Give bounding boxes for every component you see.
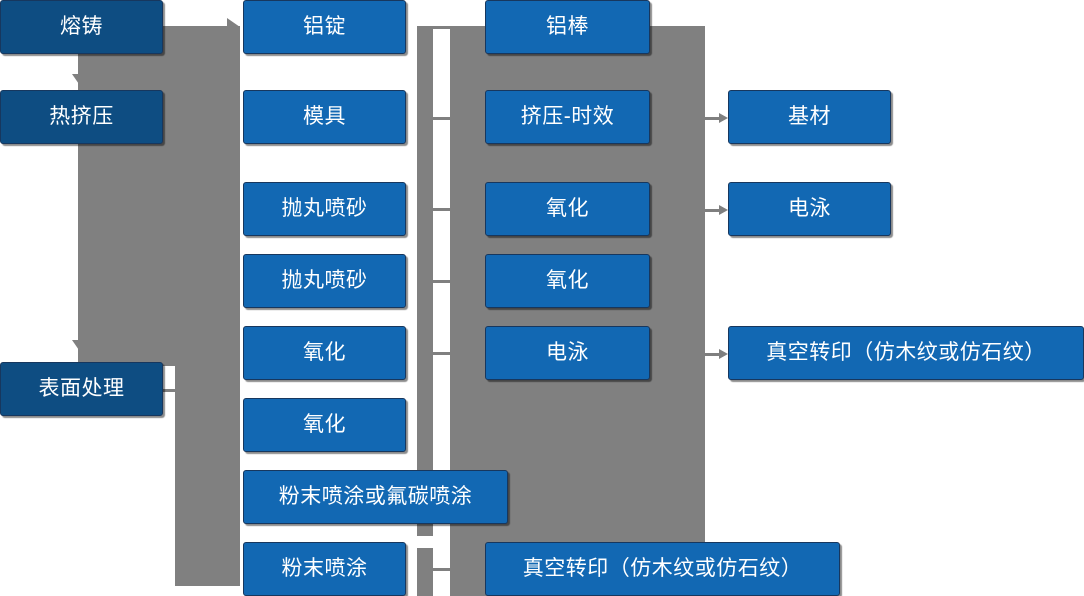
connector-down-arrow-melt-to-extrude xyxy=(72,74,90,87)
connector-tick-mid-3 xyxy=(430,208,454,211)
process-box-oxidation-c2-1[interactable]: 氧化 xyxy=(243,326,406,380)
process-box-powder-spray[interactable]: 粉末喷涂 xyxy=(243,542,406,596)
stage-label-surface-treatment: 表面处理 xyxy=(38,376,125,400)
process-label-oxidation-c2-1: 氧化 xyxy=(303,340,346,364)
connector-middle-narrow-band-lower xyxy=(417,548,433,596)
process-label-oxidation-c2-2: 氧化 xyxy=(303,412,346,436)
process-box-shot-blasting-1[interactable]: 抛丸喷砂 xyxy=(243,182,406,236)
arrow-to-c2-5 xyxy=(227,344,240,362)
process-box-oxidation-c2-2[interactable]: 氧化 xyxy=(243,398,406,452)
process-box-aluminum-ingot[interactable]: 铝锭 xyxy=(243,0,406,54)
process-box-aluminum-bar[interactable]: 铝棒 xyxy=(485,0,650,54)
process-label-mold: 模具 xyxy=(303,104,346,128)
process-box-oxidation-c3-1[interactable]: 氧化 xyxy=(485,182,650,236)
process-box-electrophoresis-c3[interactable]: 电泳 xyxy=(485,326,650,380)
product-label-electrophoresis: 电泳 xyxy=(788,196,831,220)
process-box-vacuum-transfer-print-bottom[interactable]: 真空转印（仿木纹或仿石纹） xyxy=(485,542,840,596)
connector-tick-mid-5 xyxy=(430,352,454,355)
connector-tick-mid-4 xyxy=(430,280,454,283)
arrow-to-c4-2 xyxy=(705,205,728,215)
arrow-to-c2-8 xyxy=(227,560,240,578)
connector-tick-mid-6 xyxy=(430,568,454,571)
process-label-powder-spray: 粉末喷涂 xyxy=(281,556,368,580)
connector-down-arrow-extrude-to-surface xyxy=(72,340,90,353)
connector-tick-mid-1 xyxy=(430,26,454,29)
arrow-to-c4-3 xyxy=(705,349,728,359)
product-label-vacuum-transfer-print: 真空转印（仿木纹或仿石纹） xyxy=(766,340,1046,364)
arrow-to-c4-1 xyxy=(705,113,728,123)
stage-box-surface-treatment[interactable]: 表面处理 xyxy=(0,362,163,416)
connector-tick-surface xyxy=(163,389,189,392)
stage-label-hot-extrusion: 热挤压 xyxy=(49,104,114,128)
product-box-base-material[interactable]: 基材 xyxy=(728,90,891,144)
arrow-to-c2-4 xyxy=(227,272,240,290)
process-label-aluminum-bar: 铝棒 xyxy=(546,14,589,38)
process-label-oxidation-c3-2: 氧化 xyxy=(546,268,589,292)
arrow-to-c2-2 xyxy=(227,108,240,126)
process-label-aluminum-ingot: 铝锭 xyxy=(303,14,346,38)
connector-tick-mid-2 xyxy=(430,117,454,120)
process-box-oxidation-c3-2[interactable]: 氧化 xyxy=(485,254,650,308)
process-box-extrusion-aging[interactable]: 挤压-时效 xyxy=(485,90,650,144)
process-label-shot-blasting-1: 抛丸喷砂 xyxy=(281,196,368,220)
product-box-electrophoresis[interactable]: 电泳 xyxy=(728,182,891,236)
arrow-to-c2-3 xyxy=(227,200,240,218)
process-box-powder-or-fluorocarbon-spray[interactable]: 粉末喷涂或氟碳喷涂 xyxy=(243,470,508,524)
process-label-powder-or-fluorocarbon-spray: 粉末喷涂或氟碳喷涂 xyxy=(278,484,473,508)
arrow-to-c2-6 xyxy=(227,416,240,434)
process-box-mold[interactable]: 模具 xyxy=(243,90,406,144)
connector-left-wide-band xyxy=(78,26,240,366)
product-box-vacuum-transfer-print[interactable]: 真空转印（仿木纹或仿石纹） xyxy=(728,326,1084,380)
stage-box-melting-casting[interactable]: 熔铸 xyxy=(0,0,163,54)
process-label-shot-blasting-2: 抛丸喷砂 xyxy=(281,268,368,292)
stage-label-melting-casting: 熔铸 xyxy=(60,14,103,38)
process-label-electrophoresis-c3: 电泳 xyxy=(546,340,589,364)
arrow-to-c2-1 xyxy=(227,18,240,36)
process-label-oxidation-c3-1: 氧化 xyxy=(546,196,589,220)
arrow-to-c2-7 xyxy=(227,488,240,506)
product-label-base-material: 基材 xyxy=(788,104,831,128)
process-box-shot-blasting-2[interactable]: 抛丸喷砂 xyxy=(243,254,406,308)
stage-box-hot-extrusion[interactable]: 热挤压 xyxy=(0,90,163,144)
process-label-extrusion-aging: 挤压-时效 xyxy=(520,104,615,128)
process-label-vacuum-transfer-print-bottom: 真空转印（仿木纹或仿石纹） xyxy=(522,556,803,580)
connector-middle-narrow-band-upper xyxy=(417,26,433,536)
connector-left-narrow-band xyxy=(175,366,240,586)
